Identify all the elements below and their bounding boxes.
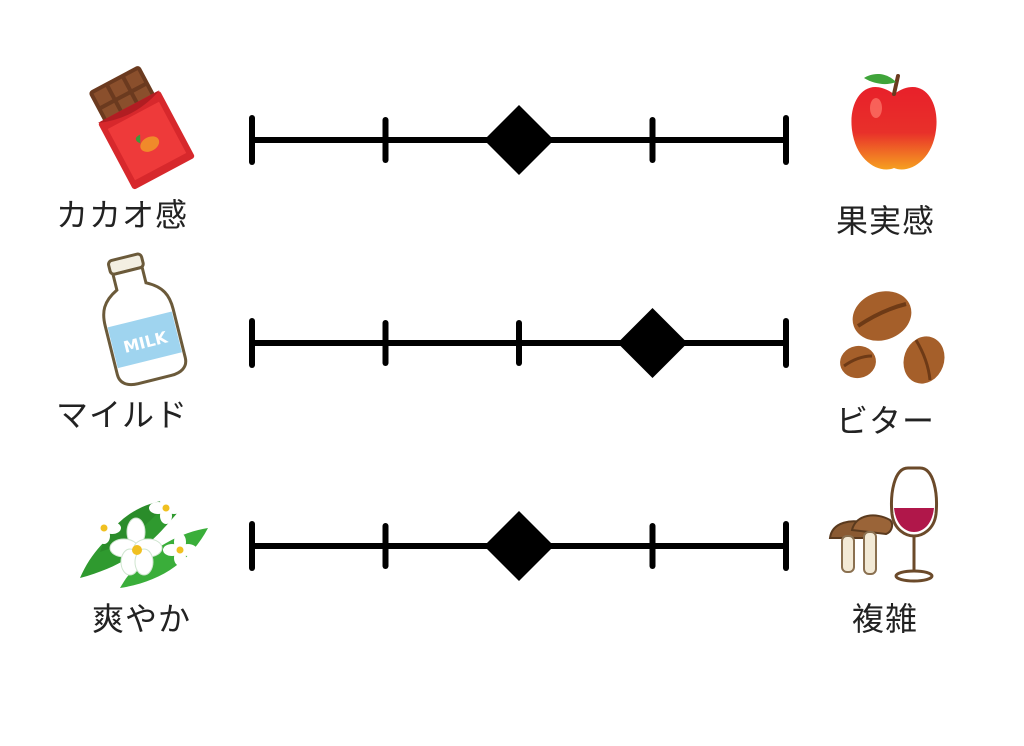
flowers-icon xyxy=(80,491,208,588)
left-label-2: マイルド xyxy=(56,396,188,434)
right-label-1: 果実感 xyxy=(836,202,935,240)
right-label-2: ビター xyxy=(836,402,935,440)
scale-marker xyxy=(617,308,688,378)
milk-bottle-icon: MILK xyxy=(102,252,188,387)
left-label-3: 爽やか xyxy=(92,600,191,638)
chocolate-bar-icon xyxy=(89,66,195,190)
scale-axis-3 xyxy=(249,511,789,581)
scale-marker xyxy=(484,105,554,175)
apple-icon xyxy=(851,74,937,170)
coffee-beans-icon xyxy=(840,291,945,384)
right-label-3: 複雑 xyxy=(852,600,918,638)
left-label-1: カカオ感 xyxy=(56,196,188,234)
scale-row-1: カカオ感 果実感 xyxy=(56,66,937,240)
scale-axis-1 xyxy=(249,105,789,175)
mushroom-wine-icon xyxy=(828,466,938,583)
scale-row-2: MILK マイルド ビター xyxy=(56,252,945,440)
scale-marker xyxy=(484,511,554,581)
scale-axis-2 xyxy=(249,308,789,378)
scale-row-3: 爽やか 複雑 xyxy=(80,466,938,638)
